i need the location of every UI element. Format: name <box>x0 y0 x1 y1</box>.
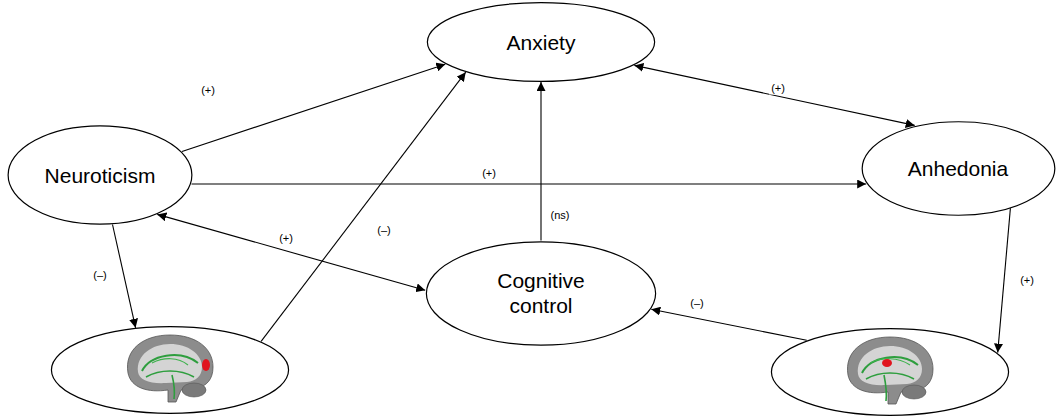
ellipse-outline <box>425 241 657 346</box>
arrow-connector <box>540 82 541 241</box>
arrow-connector <box>157 214 425 290</box>
arrow-connector <box>651 309 806 340</box>
arrow-connector <box>634 65 914 125</box>
brain-sagittal <box>847 337 933 404</box>
arrow-connector <box>261 72 466 341</box>
edge-label: (+) <box>199 84 217 97</box>
arrow-connector <box>998 208 1011 353</box>
node-label: Neuroticism <box>45 163 156 188</box>
edge-label: (+) <box>769 82 787 95</box>
edge-label: (ns) <box>549 209 572 222</box>
edge-label: (+) <box>480 167 498 180</box>
ellipse-node <box>770 328 1010 416</box>
ellipse-outline <box>50 326 290 414</box>
node-label: Anhedonia <box>908 156 1008 181</box>
arrow-connector <box>182 64 445 151</box>
edge-label: (+) <box>1018 274 1036 287</box>
node-label: Cognitive control <box>481 268 601 318</box>
arrow-connector <box>113 225 136 328</box>
ellipse-outline <box>770 328 1010 416</box>
ellipse-node: Neuroticism <box>7 125 193 225</box>
ellipse-node: Anxiety <box>426 2 656 82</box>
edge-label: (+) <box>277 232 295 245</box>
node-label: Anxiety <box>507 30 576 55</box>
edge-label: (–) <box>91 269 108 282</box>
ellipse-node: Anhedonia <box>861 121 1056 216</box>
brain-sagittal <box>127 335 213 402</box>
edge-label: (–) <box>375 224 392 237</box>
ellipse-node <box>50 326 290 414</box>
edge-label: (–) <box>688 297 705 310</box>
ellipse-node: Cognitive control <box>425 241 657 346</box>
arrow-connector <box>192 183 867 184</box>
